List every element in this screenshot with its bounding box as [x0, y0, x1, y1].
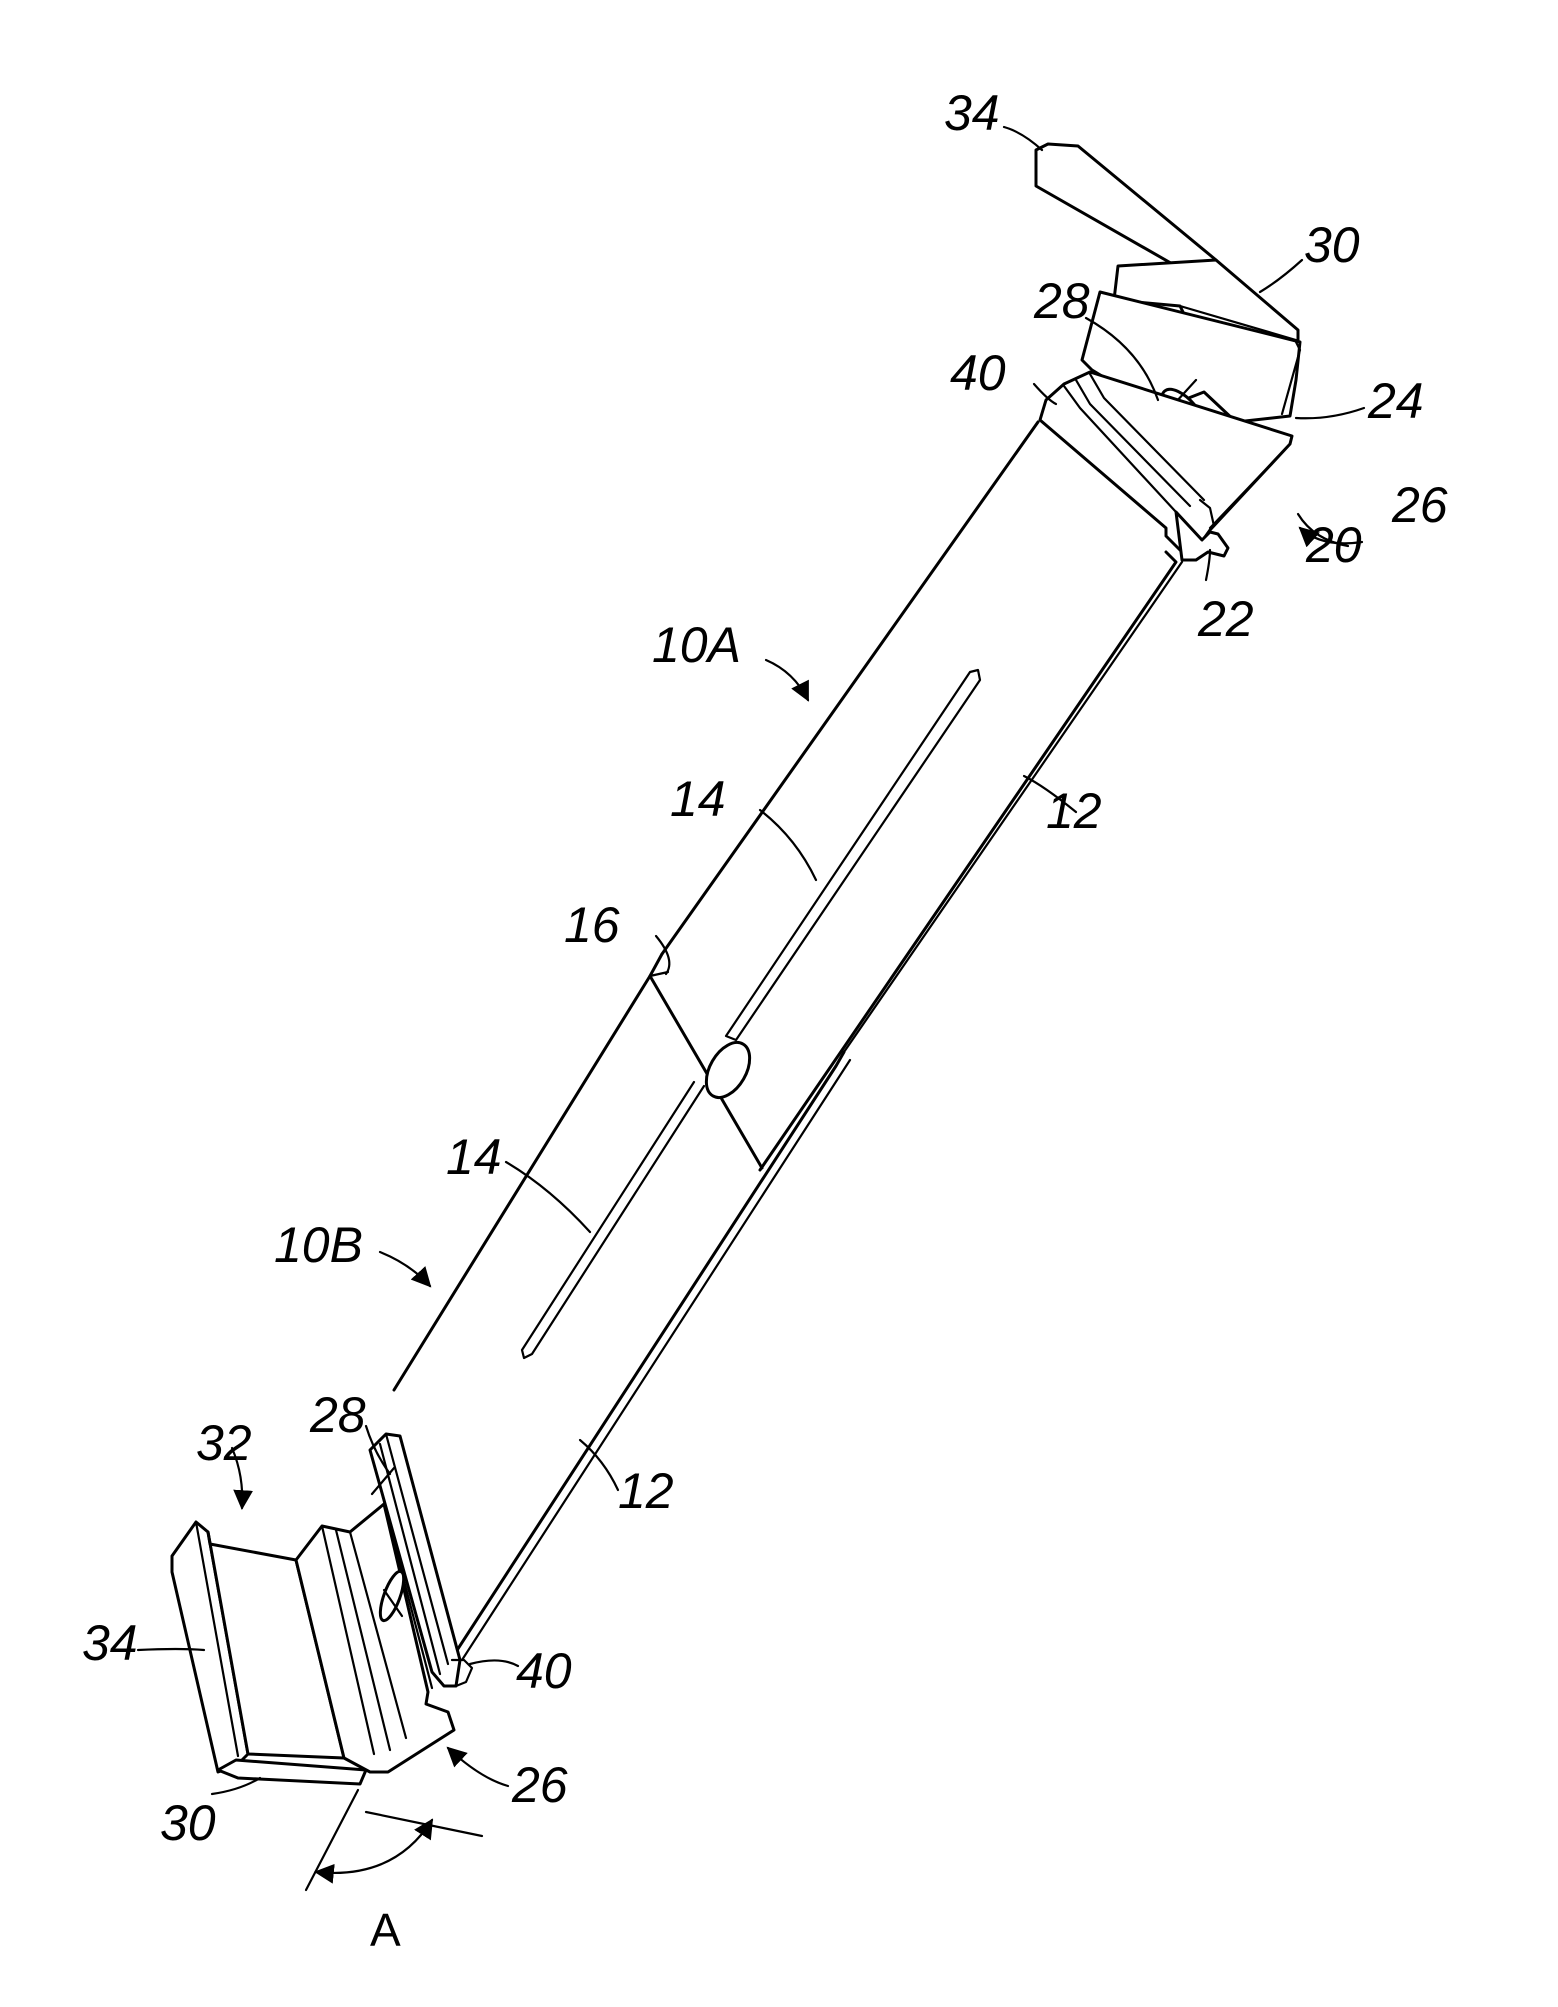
- label-10b: 10B: [274, 1217, 363, 1273]
- upper-flange-strip: [1036, 144, 1216, 270]
- label-34-top: 34: [944, 85, 1000, 141]
- angle-a-dimension: [306, 1790, 482, 1890]
- angle-a-extension-left: [306, 1790, 358, 1890]
- lower-plate-edge-left: [394, 976, 650, 1390]
- label-26-bottom: 26: [511, 1757, 568, 1813]
- label-28-bottom: 28: [309, 1387, 366, 1443]
- label-34-bottom: 34: [82, 1615, 138, 1671]
- label-40-bottom: 40: [516, 1643, 572, 1699]
- lower-plate-edge-right: [452, 1052, 844, 1658]
- label-22: 22: [1197, 591, 1254, 647]
- lower-slot-14: [522, 1082, 704, 1358]
- label-30-top: 30: [1304, 217, 1360, 273]
- label-14-top: 14: [670, 771, 726, 827]
- label-10a: 10A: [652, 617, 741, 673]
- upper-slot-14: [726, 670, 980, 1040]
- label-30-bottom: 30: [160, 1795, 216, 1851]
- label-32: 32: [196, 1415, 252, 1471]
- label-24: 24: [1367, 373, 1424, 429]
- label-16: 16: [564, 897, 620, 953]
- label-12-bottom: 12: [618, 1463, 674, 1519]
- label-20: 20: [1305, 517, 1362, 573]
- lower-bracket-floor-30: [218, 1760, 366, 1784]
- label-14-bottom: 14: [446, 1129, 502, 1185]
- label-28-top: 28: [1033, 273, 1090, 329]
- angle-a-arc: [316, 1820, 432, 1873]
- upper-plate-edge-left: [662, 422, 1038, 954]
- label-12-top: 12: [1046, 783, 1102, 839]
- upper-plate-edge-right: [760, 552, 1176, 1170]
- label-40-top: 40: [950, 345, 1006, 401]
- label-angle-a: A: [370, 1904, 401, 1956]
- lower-end-bracket: [172, 1434, 472, 1784]
- lower-plate-edge-right-inner: [462, 1060, 850, 1660]
- label-26-top: 26: [1391, 477, 1448, 533]
- fastener-16: [697, 1035, 758, 1105]
- main-body: [394, 422, 1182, 1660]
